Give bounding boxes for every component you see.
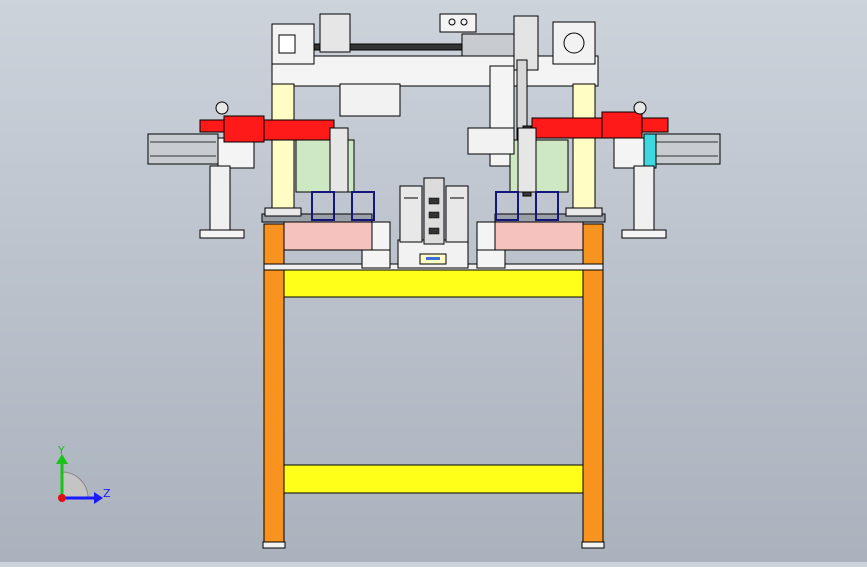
left-red-cap (199, 119, 225, 133)
lower-beam[interactable] (283, 464, 584, 494)
center-fixture[interactable] (397, 177, 469, 269)
right-side-module-core (517, 127, 537, 193)
right-navy-block-1[interactable] (495, 191, 519, 221)
triad-origin (58, 494, 66, 502)
right-red-cap (641, 117, 669, 133)
left-pedestal-base (199, 229, 245, 239)
left-side-module-core (329, 127, 349, 193)
base-plates[interactable] (261, 213, 606, 269)
y-axis-arrow-icon (56, 454, 68, 464)
left-block-white (361, 249, 391, 269)
left-navy-block-1[interactable] (311, 191, 335, 221)
left-foot (262, 541, 286, 549)
gantry-crossbar[interactable] (271, 55, 599, 87)
right-block-white (476, 249, 506, 269)
left-post-foot (264, 207, 302, 217)
right-foot (581, 541, 605, 549)
center-core-mark3 (428, 227, 440, 235)
clamp-knob-icon[interactable] (215, 101, 229, 115)
right-cylinder[interactable] (647, 133, 721, 165)
z-axis-arrow-icon (94, 492, 103, 504)
frame-legs[interactable] (262, 223, 605, 549)
gantry-left-motor (278, 34, 296, 54)
left-cylinder[interactable] (147, 133, 219, 165)
left-pedestal (209, 165, 231, 233)
right-red-bar[interactable] (531, 117, 603, 139)
right-arm-bracket (467, 127, 515, 155)
right-clamp-assembly[interactable] (467, 101, 721, 239)
axis-triad: Y Z (56, 444, 111, 504)
clamp-knob-icon[interactable] (633, 101, 647, 115)
right-pedestal (633, 165, 655, 233)
left-red-bar[interactable] (263, 119, 335, 141)
right-post[interactable] (572, 83, 596, 215)
center-core-mark1 (428, 197, 440, 205)
center-left-post (399, 185, 423, 243)
upper-beam[interactable] (283, 269, 584, 298)
right-navy-block-2[interactable] (535, 191, 559, 221)
right-spacer (476, 221, 496, 251)
right-pedestal-base (621, 229, 667, 239)
center-right-post (445, 185, 469, 243)
left-leg[interactable] (263, 223, 285, 545)
gantry-right-motor[interactable] (552, 21, 596, 65)
right-red-arm[interactable] (601, 111, 643, 139)
center-core-mark2 (428, 211, 440, 219)
left-top-rail (261, 213, 373, 223)
right-leg[interactable] (582, 223, 604, 545)
right-base-plate[interactable] (494, 221, 584, 251)
gantry-mid-block[interactable] (439, 13, 477, 33)
left-clamp-assembly[interactable] (147, 83, 401, 239)
left-navy-block-2[interactable] (351, 191, 375, 221)
left-red-arm[interactable] (223, 115, 265, 143)
y-axis-label: Y (57, 444, 65, 457)
cream-posts[interactable] (264, 83, 603, 217)
gantry-left-top (319, 13, 351, 53)
cross-beams[interactable] (263, 263, 604, 494)
right-post-foot (565, 207, 603, 217)
gantry-rail-cylinder[interactable] (461, 33, 523, 57)
motor-shaft-icon (563, 32, 585, 54)
center-core[interactable] (423, 177, 445, 245)
left-post[interactable] (271, 83, 295, 215)
left-arm-bracket (339, 83, 401, 117)
triad-quadrant (61, 471, 89, 499)
right-cyan-plate (643, 133, 657, 169)
gantry-bolt (460, 18, 468, 26)
left-spacer (371, 221, 391, 251)
z-axis-label: Z (103, 487, 111, 500)
left-base-plate[interactable] (283, 221, 373, 251)
gantry-bolt (448, 18, 456, 26)
center-slot-mark (426, 257, 440, 260)
